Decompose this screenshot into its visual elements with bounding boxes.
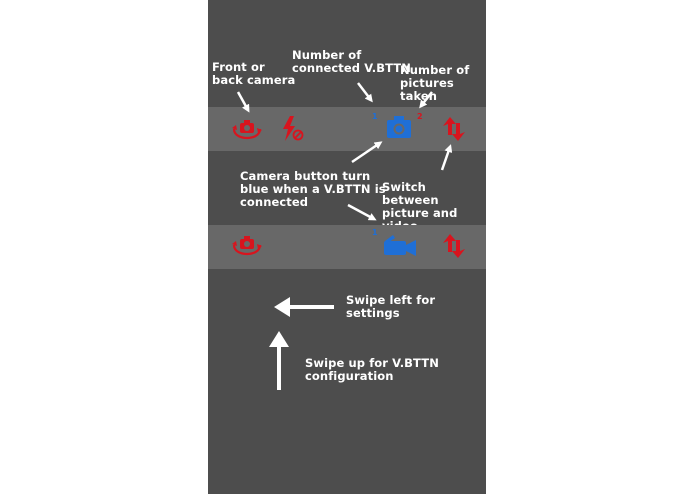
rotate-camera-icon[interactable] [230,117,264,141]
video-camera-icon[interactable] [381,232,419,260]
note-pictures-taken: Number of pictures taken [400,63,470,103]
arrow-to-connected-count [357,82,373,103]
connected-count-badge: 1 [372,228,378,237]
note-front-back-camera: Front or back camera [212,60,296,87]
switch-arrows-icon[interactable] [440,115,468,143]
connected-count-badge: 1 [372,112,378,121]
note-connected-count: Number of connected V.BTTN [292,48,411,75]
app-screen: Front or back camera Number of connected… [208,0,486,494]
note-swipe-left: Swipe left for settings [346,293,436,320]
flash-off-icon[interactable] [279,115,305,143]
note-camera-button: Camera button turn blue when a V.BTTN is… [240,169,386,209]
video-control-bar: 1 [208,225,486,269]
camera-icon[interactable] [384,114,414,142]
switch-arrows-icon[interactable] [440,232,468,260]
note-swipe-up: Swipe up for V.BTTN configuration [305,356,439,383]
swipe-up-arrow [269,331,289,390]
photo-control-bar: 1 2 [208,107,486,151]
note-switch-mode: Switch between picture and video [382,180,458,233]
swipe-left-arrow [274,297,334,317]
pictures-count-badge: 2 [417,112,423,121]
rotate-camera-icon[interactable] [230,233,264,257]
